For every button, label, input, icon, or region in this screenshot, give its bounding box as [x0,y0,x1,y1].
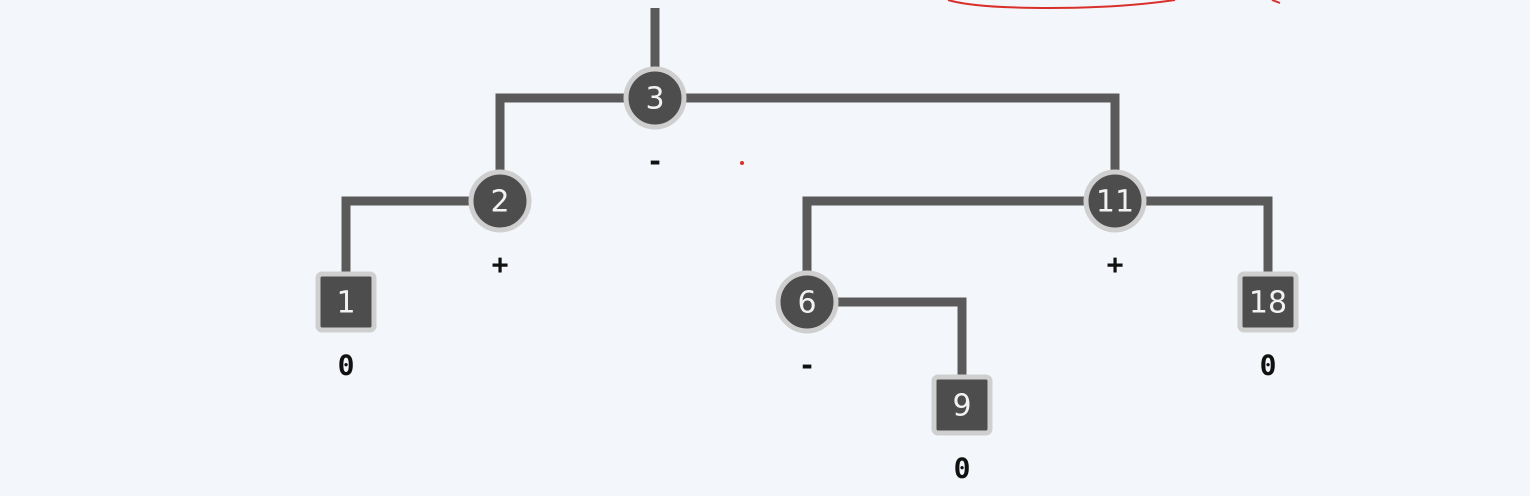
balance-label-6: - [799,349,816,382]
node-label: 2 [490,185,509,220]
edge-n3-n2 [495,93,655,201]
edges-layer [341,8,1273,405]
tree-node-18: 18 [1237,271,1299,333]
annotation-stroke-small [1271,0,1281,4]
tree-node-3: 3 [623,66,687,130]
balance-label-2: + [492,248,509,281]
node-label: 6 [797,286,816,321]
node-label: 3 [645,82,664,117]
tree-node-11: 11 [1083,169,1147,233]
node-circle [623,66,687,130]
balance-label-18: 0 [1260,349,1277,382]
node-label: 18 [1249,286,1287,321]
balance-label-1: 0 [338,349,355,382]
tree-node-6: 6 [775,270,839,334]
tree-node-1: 1 [315,271,377,333]
leaf-square [931,374,993,436]
annotation-dot [740,161,744,165]
node-circle [775,270,839,334]
edge-n3-n11 [655,93,1120,201]
tree-node-2: 2 [468,169,532,233]
edge-n11-n6 [802,196,1115,302]
edge-n11-n18 [1115,196,1273,302]
balance-label-11: + [1107,248,1124,281]
node-label: 11 [1096,185,1134,220]
balance-label-3: - [647,145,664,178]
annotation-stroke [947,0,1176,10]
edge-n2-n1 [341,196,500,302]
balance-label-9: 0 [954,452,971,485]
node-label: 1 [336,286,355,321]
node-circle [1083,169,1147,233]
tree-node-9: 9 [931,374,993,436]
edge-n6-n9 [807,297,967,405]
leaf-square [1237,271,1299,333]
node-label: 9 [952,389,971,424]
leaf-square [315,271,377,333]
balance-layer: - + +0 - 0 0 [338,145,1277,485]
node-circle [468,169,532,233]
